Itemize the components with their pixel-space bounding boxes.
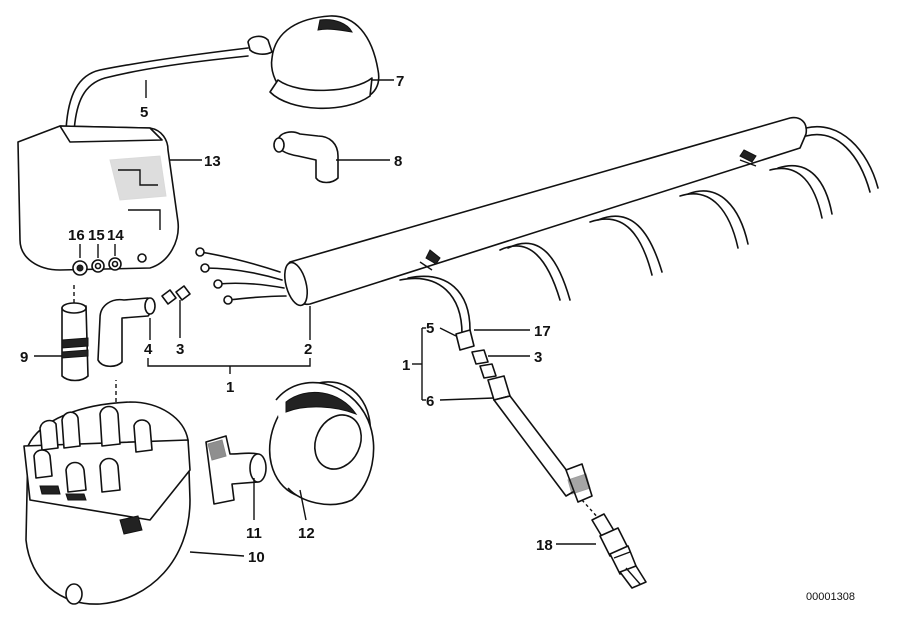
callout-18: 18 (536, 537, 553, 554)
callout-9: 9 (20, 349, 28, 366)
part-8-connector (273, 131, 339, 184)
callout-15: 15 (88, 227, 105, 244)
leader-lines (34, 79, 596, 557)
callout-13: 13 (204, 153, 221, 170)
lead-assembly-right (455, 329, 601, 521)
callout-4: 4 (144, 341, 153, 358)
callout-14: 14 (107, 227, 124, 244)
part-12-dust-shield (268, 381, 375, 506)
part-10-distributor-cap (23, 380, 191, 605)
callout-7: 7 (396, 73, 404, 90)
callout-10: 10 (248, 549, 265, 566)
part-9-connector (61, 285, 89, 382)
callout-17: 17 (534, 323, 551, 340)
callout-2: 2 (304, 341, 312, 358)
part-18-spark-plug (591, 513, 647, 589)
part-2-cable-rail (283, 116, 808, 307)
callout-3-left: 3 (176, 341, 184, 358)
reference-number: 00001308 (806, 591, 855, 603)
rail-wires (195, 247, 287, 305)
callout-numbers: 5 7 8 13 16 15 14 9 4 3 2 1 11 12 10 5 1… (20, 73, 553, 566)
callout-3-right: 3 (534, 349, 542, 366)
callout-8: 8 (394, 153, 402, 170)
callout-1-left: 1 (226, 379, 234, 396)
part-3-clips (161, 285, 191, 305)
spark-plug-leads (399, 125, 879, 335)
callout-16: 16 (68, 227, 85, 244)
part-13-coil-housing (17, 125, 179, 271)
part-11-rotor (205, 435, 267, 505)
callout-5-right: 5 (426, 320, 434, 337)
part-4-elbow (97, 297, 156, 368)
part-7-cap (247, 15, 380, 110)
callout-12: 12 (298, 525, 315, 542)
parts-14-15-16-washers (72, 257, 122, 276)
callout-6: 6 (426, 393, 434, 410)
callout-5-top: 5 (140, 104, 148, 121)
callout-1-right: 1 (402, 357, 410, 374)
callout-11: 11 (246, 525, 262, 542)
part-5-hose (65, 47, 249, 133)
